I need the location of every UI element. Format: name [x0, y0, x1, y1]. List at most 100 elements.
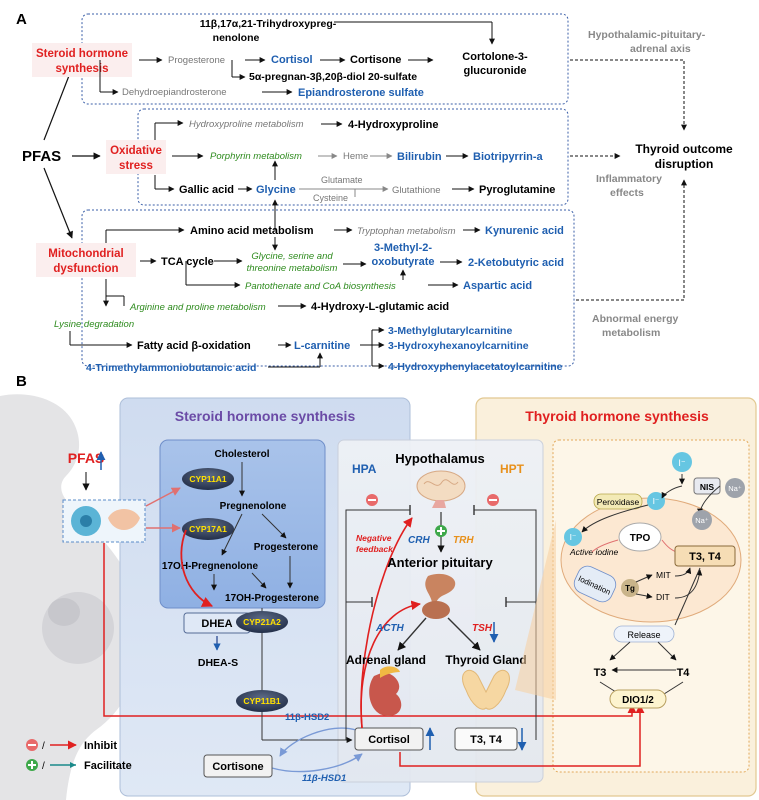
- gly-ser-metab: Glycine, serine and: [251, 251, 333, 262]
- legend-facilitate: Facilitate: [84, 760, 132, 772]
- tg-label: Tg: [625, 584, 635, 593]
- hypothalamus: Hypothalamus: [395, 451, 485, 466]
- cell-nucleus-icon: [80, 515, 92, 527]
- thyroid-outcome-label-2: disruption: [655, 157, 714, 171]
- progesterone-b: Progesterone: [254, 542, 319, 553]
- cortolone-label: Cortolone-3-: [462, 51, 528, 63]
- cysteine: Cysteine: [313, 193, 348, 203]
- sodium-inner-label: Na⁺: [695, 516, 709, 525]
- sodium-inner: [692, 510, 712, 530]
- progesterone-a: Progesterone: [168, 55, 225, 66]
- amino-acid-metab: Amino acid metabolism: [190, 225, 314, 237]
- tg-circle: [621, 579, 639, 597]
- dio-label: DIO1/2: [622, 695, 654, 706]
- pantothenate: Pantothenate and CoA biosynthesis: [245, 281, 396, 292]
- cyp11b1-label: CYP11B1: [243, 696, 281, 706]
- aspartic-acid: Aspartic acid: [463, 280, 532, 292]
- mito-title: Mitochondrial: [48, 248, 123, 260]
- acth-label: ACTH: [375, 623, 405, 634]
- cortolone-label-2: glucuronide: [464, 65, 527, 77]
- oxidative-title: Oxidative: [110, 145, 162, 157]
- thyroid-gland: Thyroid Gland: [445, 653, 526, 667]
- brain-icon: [416, 470, 466, 508]
- dio-pill: [609, 689, 667, 709]
- hpa-axis-label-2: adrenal axis: [630, 43, 691, 55]
- cyp21a2-enzyme: [236, 611, 288, 633]
- cortisone-a: Cortisone: [350, 54, 401, 66]
- iodide-top: [672, 452, 692, 472]
- release-label: Release: [627, 630, 660, 640]
- iodide-top-label: I⁻: [678, 458, 686, 468]
- legend-slash-1: /: [42, 741, 45, 752]
- legend-facilitate-arrowhead: [70, 762, 76, 768]
- tsh-label: TSH: [472, 623, 493, 634]
- negative-feedback-label-2: feedback: [356, 544, 394, 554]
- tpo-label: TPO: [630, 533, 651, 544]
- cholesterol: Cholesterol: [214, 449, 269, 460]
- gallic-acid: Gallic acid: [179, 184, 234, 196]
- cortisone-box: [203, 754, 273, 778]
- iodide-mid-label: I⁻: [653, 496, 660, 506]
- inhibit-badge-hpa-bar: [368, 499, 376, 501]
- dhea-a: Dehydroepiandrosterone: [122, 87, 227, 98]
- hydroxyphenylacetatoylcarnitine: 4-Hydroxyphenylacetatoylcarnitine: [388, 361, 563, 373]
- mit-label: MIT: [656, 570, 671, 580]
- epiandrosterone-label: Epiandrosterone sulfate: [298, 87, 424, 99]
- peroxidase-label: Peroxidase: [597, 497, 640, 507]
- release-pill: [613, 625, 675, 643]
- tryptophan-metab: Tryptophan metabolism: [357, 226, 456, 237]
- fetus-head: [48, 598, 80, 626]
- iodide-mid: [647, 492, 665, 510]
- trh-label: TRH: [453, 535, 474, 546]
- mito-title-bg: [36, 243, 136, 277]
- legend-slash-2: /: [42, 761, 45, 772]
- peroxidase-pill: [593, 493, 643, 510]
- trimethylammonio-label: 4-Trimethylammoniobutanoic acid: [86, 362, 256, 374]
- inflammatory-label-2: effects: [610, 187, 644, 199]
- cortisone-b: Cortisone: [212, 761, 263, 773]
- t3t4-cell-box: [674, 545, 736, 567]
- cortisol-a: Cortisol: [271, 54, 313, 66]
- glutamate: Glutamate: [321, 175, 363, 185]
- sodium-top-label: Na⁺: [728, 484, 742, 493]
- cyp11a1-enzyme: [182, 468, 234, 490]
- t3t4-b: T3, T4: [470, 734, 503, 746]
- fatty-acid-oxidation: Fatty acid β-oxidation: [137, 340, 251, 352]
- oxidative-title-2: stress: [119, 160, 153, 172]
- mito-box: [81, 209, 575, 367]
- cyp11b1-enzyme: [236, 690, 288, 712]
- hpt-label: HPT: [500, 462, 525, 476]
- dhea-s: DHEA-S: [198, 657, 238, 669]
- iodination-pill: [573, 565, 617, 603]
- t3-label: T3: [594, 667, 607, 679]
- bilirubin: Bilirubin: [397, 151, 442, 163]
- methylglutarylcarnitine: 3-Methylglutarylcarnitine: [388, 325, 512, 337]
- pregnenolone: Pregnenolone: [220, 501, 287, 512]
- iodide-left: [564, 528, 582, 546]
- ketobutyric-acid: 2-Ketobutyric acid: [468, 257, 564, 269]
- mito-title-2: dysfunction: [53, 263, 118, 275]
- inflammatory-label: Inflammatory: [596, 173, 662, 185]
- pfas-label-a: PFAS: [22, 148, 61, 165]
- kynurenic-acid: Kynurenic acid: [485, 225, 564, 237]
- adrenal-gland: Adrenal gland: [346, 653, 426, 667]
- methyl-oxobutyrate-2: oxobutyrate: [372, 256, 435, 268]
- trihydroxy-label-2: nenolone: [213, 32, 260, 44]
- panel-a-letter: A: [16, 11, 27, 28]
- anterior-pituitary: Anterior pituitary: [387, 555, 493, 570]
- nis-label: NIS: [700, 482, 715, 492]
- gly-ser-metab-2: threonine metabolism: [247, 263, 338, 274]
- glutathione: Glutathione: [392, 185, 441, 196]
- hydroxyproline-metab: Hydroxyproline metabolism: [189, 119, 304, 130]
- t4-label: T4: [677, 667, 691, 679]
- negative-feedback-label: Negative: [356, 533, 392, 543]
- cyp17a1-label: CYP17A1: [189, 524, 227, 534]
- biotripyrrin: Biotripyrrin-a: [473, 151, 544, 163]
- placenta-icon: [108, 509, 140, 530]
- abnormal-energy-label: Abnormal energy: [592, 313, 679, 325]
- kidney-icon: [369, 666, 402, 716]
- dhea-b: DHEA: [201, 618, 232, 630]
- active-iodine-label: Active iodine: [569, 547, 618, 557]
- heme: Heme: [343, 151, 368, 162]
